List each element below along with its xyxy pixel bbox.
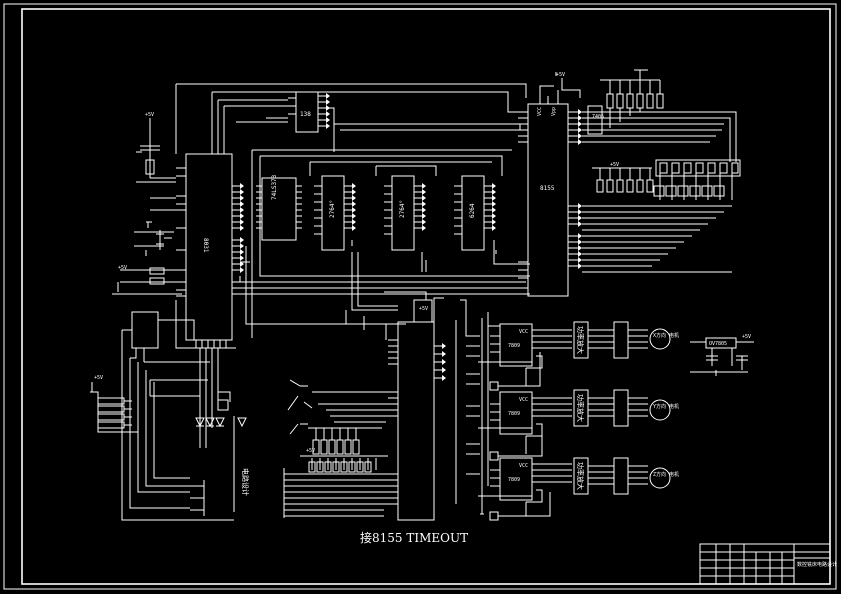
display-drive-network [582,69,737,273]
eprom-2764-a: 2764° [314,175,356,251]
keypad-network [283,379,388,518]
motor-y-label: Y方向 电机 [653,403,679,410]
stepper-channel-x: VCC 7809 功率放大 X方向 电机 [489,321,679,391]
chy-chip-label: 7809 [508,411,520,417]
system-bus [175,83,530,349]
driver-label: 7406 [592,114,604,120]
reset-circuit [112,118,186,295]
io-vcc-pin: VCC [537,107,543,116]
left-io-block [90,311,247,521]
chy-vcc-pin: VCC [519,397,528,403]
stepper-bus [455,299,532,515]
motor-x-label: X方向 电机 [653,332,679,339]
chz-chip-label: 7809 [508,477,520,483]
keypad-vcc-label: +5V [306,448,315,454]
decoder-138: 138 [288,91,330,133]
outer-frame [3,3,837,590]
latch-74ls373: 74LS373 [256,174,302,241]
xtal-vcc-label: +5V [118,265,127,271]
side-text: 电路设计 [241,468,250,496]
kbd-vcc-label: +5V [419,306,428,312]
stepper-channel-y: VCC 7809 功率放大 Y方向 电机 [489,389,679,461]
driver-7406: 7406 [587,105,604,135]
title-block [699,543,831,585]
cpu-8031: 8031 [176,153,244,348]
reset-vcc-label: +5V [145,112,154,118]
cpu-label: 8031 [202,238,209,253]
latch-label: 74LS373 [271,174,278,200]
led-vcc-label: +5V [94,375,103,381]
motor-z-icon [649,467,671,489]
motor-x-icon [649,328,671,350]
chz-amp [613,457,629,495]
chz-driver-label: 功率放大 [576,462,585,490]
io-vcc-label: +5V [556,72,565,78]
chz-driver [573,457,589,495]
sram-label: 6264 [469,203,476,218]
sram-6264: 6264 [454,175,496,251]
motor-z-label: Z方向 电机 [653,471,679,478]
chx-chip-label: 7809 [508,343,520,349]
eprom-2764-b: 2764° [384,175,426,251]
io-8155-label: 8155 [540,185,555,192]
chz-vcc-pin: VCC [519,463,528,469]
timeout-caption: 接8155 TIMEOUT [360,530,468,545]
chx-driver-label: 功率放大 [576,326,585,354]
chx-amp [613,321,629,359]
io-8155: 8155 VCC Vpp [518,72,582,297]
title-block-name: 数控铣床电路设计 [797,561,837,568]
chy-driver-label: 功率放大 [576,394,585,422]
chx-vcc-pin: VCC [519,329,528,335]
inner-frame [21,8,831,585]
stepper-channel-z: VCC 7809 功率放大 Z方向 电机 [489,457,679,521]
eprom-b-label: 2764° [399,200,406,218]
keyboard-controller: +5V [345,291,446,521]
chy-driver [573,389,589,427]
voltage-regulator: OV7805 +5V [690,334,754,376]
eprom-a-label: 2764° [329,200,336,218]
decoder-label: 138 [300,111,311,118]
chx-driver [573,321,589,359]
regulator-label: OV7805 [709,341,727,347]
motor-y-icon [649,399,671,421]
display-vcc-label: +5V [610,162,619,168]
io-vpp-pin: Vpp [551,107,557,116]
regulator-out-label: +5V [742,334,751,340]
chy-amp [613,389,629,427]
seven-seg-display [655,159,741,177]
